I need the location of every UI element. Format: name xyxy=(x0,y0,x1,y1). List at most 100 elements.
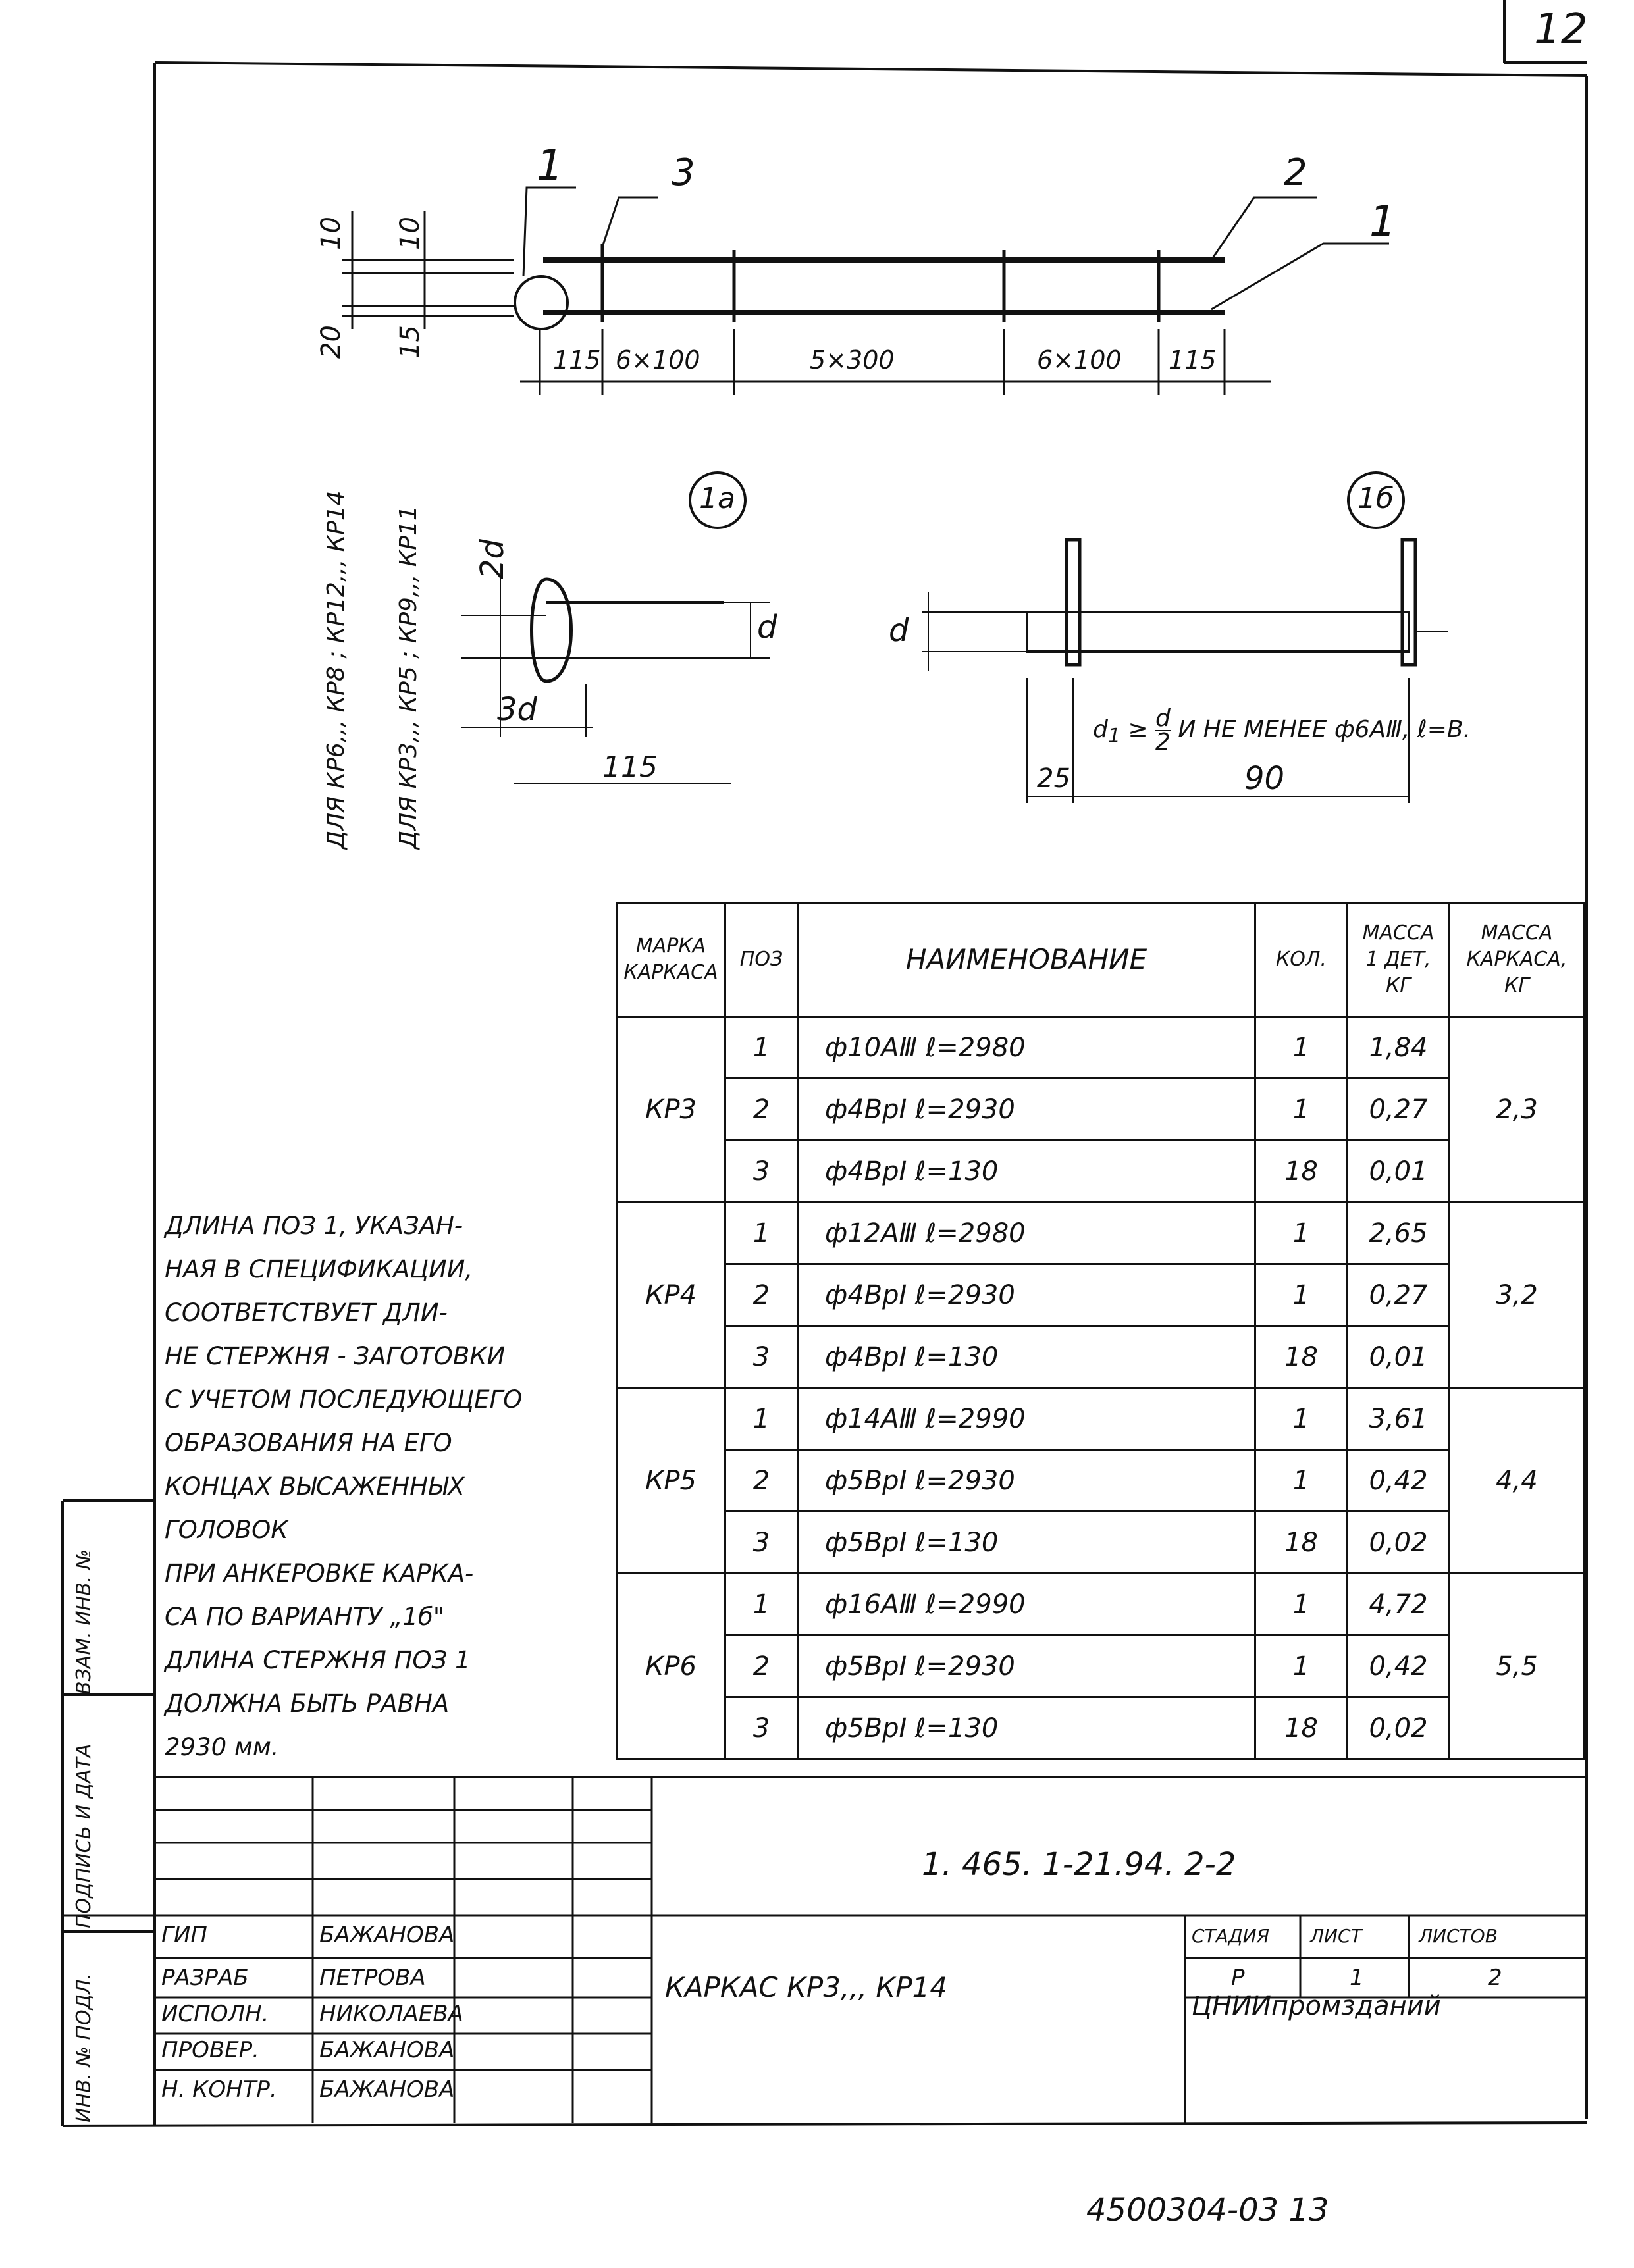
dim-6x100-right: 6×100 xyxy=(1037,346,1122,374)
header-cage-mass: МАССА КАРКАСА, КГ xyxy=(1448,902,1585,1018)
side-strip-label: ВЗАМ. ИНВ. № xyxy=(72,1549,95,1695)
leader-label-1-right: 1 xyxy=(1369,197,1396,246)
cell-pos: 1 xyxy=(724,1572,799,1636)
sheet-frame xyxy=(61,0,1588,2127)
cell-mark: КР5 xyxy=(616,1387,726,1574)
note-line: НАЯ В СПЕЦИФИКАЦИИ, xyxy=(165,1255,473,1283)
variant-a-label: 1а xyxy=(699,482,735,515)
cell-unit-mass: 0,42 xyxy=(1346,1634,1450,1698)
cell-unit-mass: 0,27 xyxy=(1346,1077,1450,1141)
dim-20: 20 xyxy=(316,325,346,359)
cell-pos: 2 xyxy=(724,1634,799,1698)
sheet-number: 12 xyxy=(1534,5,1588,54)
cell-unit-mass: 0,01 xyxy=(1346,1325,1450,1389)
dim-10-b: 10 xyxy=(395,217,425,250)
leader-label-3: 3 xyxy=(672,151,695,194)
cell-qty: 18 xyxy=(1254,1696,1348,1760)
cell-pos: 3 xyxy=(724,1325,799,1389)
cell-name: ф14АⅢ ℓ=2990 xyxy=(797,1387,1256,1451)
stage-value: Р xyxy=(1231,1965,1245,1991)
dim-15: 15 xyxy=(395,325,425,359)
sheets-value: 2 xyxy=(1488,1965,1502,1991)
cell-cage-mass: 5,5 xyxy=(1448,1572,1585,1760)
header-mark: МАРКА КАРКАСА xyxy=(616,902,726,1018)
role-name: ПЕТРОВА xyxy=(319,1965,426,1991)
header-name: НАИМЕНОВАНИЕ xyxy=(797,902,1256,1018)
cell-name: ф4ВрⅠ ℓ=130 xyxy=(797,1325,1256,1389)
cell-unit-mass: 0,01 xyxy=(1346,1139,1450,1203)
cell-mark: КР6 xyxy=(616,1572,726,1760)
note-line: НЕ СТЕРЖНЯ - ЗАГОТОВКИ xyxy=(165,1342,506,1370)
detail-b-note-prefix: d xyxy=(1093,716,1108,743)
role-name: НИКОЛАЕВА xyxy=(319,2001,463,2027)
cell-name: ф16АⅢ ℓ=2990 xyxy=(797,1572,1256,1636)
cell-qty: 1 xyxy=(1254,1634,1348,1698)
note-line: КОНЦАХ ВЫСАЖЕННЫХ xyxy=(165,1472,465,1501)
note-line: ДЛИНА ПОЗ 1, УКАЗАН- xyxy=(165,1212,463,1240)
detail-b-frac-num: d xyxy=(1155,705,1171,732)
document-title: КАРКАС КР3,,, КР14 xyxy=(665,1971,947,2003)
cell-qty: 1 xyxy=(1254,1387,1348,1451)
cell-qty: 1 xyxy=(1254,1077,1348,1141)
detail-b-d: d xyxy=(889,612,909,649)
cell-name: ф4ВрⅠ ℓ=2930 xyxy=(797,1077,1256,1141)
cell-unit-mass: 2,65 xyxy=(1346,1201,1450,1265)
cell-name: ф4ВрⅠ ℓ=2930 xyxy=(797,1263,1256,1327)
cell-pos: 1 xyxy=(724,1016,799,1079)
stage-header: СТАДИЯ xyxy=(1192,1925,1270,1947)
cell-name: ф4ВрⅠ ℓ=130 xyxy=(797,1139,1256,1203)
cell-qty: 1 xyxy=(1254,1201,1348,1265)
dim-10-a: 10 xyxy=(316,217,346,250)
variant-b-circle xyxy=(1347,471,1405,529)
cell-qty: 1 xyxy=(1254,1263,1348,1327)
note-line: СООТВЕТСТВУЕТ ДЛИ- xyxy=(165,1299,448,1327)
detail-1a xyxy=(461,577,770,784)
note-line: 2930 мм. xyxy=(165,1733,279,1761)
detail-a-2d: 2d xyxy=(474,538,511,579)
cell-qty: 1 xyxy=(1254,1449,1348,1512)
cell-unit-mass: 4,72 xyxy=(1346,1572,1450,1636)
cell-qty: 1 xyxy=(1254,1016,1348,1079)
detail-b-note-sub: 1 xyxy=(1107,725,1120,748)
dim-115-left: 115 xyxy=(553,346,601,374)
document-number: 1. 465. 1-21.94. 2-2 xyxy=(922,1846,1236,1883)
cell-qty: 18 xyxy=(1254,1325,1348,1389)
cell-qty: 18 xyxy=(1254,1510,1348,1574)
role-label: ГИП xyxy=(161,1922,207,1948)
cell-pos: 2 xyxy=(724,1263,799,1327)
dim-115-right: 115 xyxy=(1169,346,1217,374)
organization-name: ЦНИИпромзданий xyxy=(1192,1991,1441,2021)
cell-qty: 18 xyxy=(1254,1139,1348,1203)
sheets-header: ЛИСТОВ xyxy=(1419,1925,1498,1947)
cell-cage-mass: 4,4 xyxy=(1448,1387,1585,1574)
variant-b-label: 1б xyxy=(1357,482,1394,515)
cell-name: ф5ВрⅠ ℓ=130 xyxy=(797,1510,1256,1574)
role-label: РАЗРАБ xyxy=(161,1965,249,1991)
side-strip-label: ПОДПИСЬ И ДАТА xyxy=(72,1743,95,1928)
role-label: Н. КОНТР. xyxy=(161,2076,277,2103)
cell-unit-mass: 0,27 xyxy=(1346,1263,1450,1327)
cell-name: ф12АⅢ ℓ=2980 xyxy=(797,1201,1256,1265)
note-line: ДОЛЖНА БЫТЬ РАВНА xyxy=(165,1689,450,1718)
cell-pos: 1 xyxy=(724,1201,799,1265)
cell-cage-mass: 3,2 xyxy=(1448,1201,1585,1389)
title-block-grid xyxy=(63,1776,1587,2123)
role-name: БАЖАНОВА xyxy=(319,2076,455,2103)
detail-b-25: 25 xyxy=(1037,763,1070,794)
note-line: ОБРАЗОВАНИЯ НА ЕГО xyxy=(165,1429,452,1457)
cage-elevation xyxy=(342,186,1405,529)
detail-b-note-ge: ≥ xyxy=(1128,716,1148,743)
role-name: БАЖАНОВА xyxy=(319,2037,455,2063)
detail-a-115: 115 xyxy=(602,750,658,784)
